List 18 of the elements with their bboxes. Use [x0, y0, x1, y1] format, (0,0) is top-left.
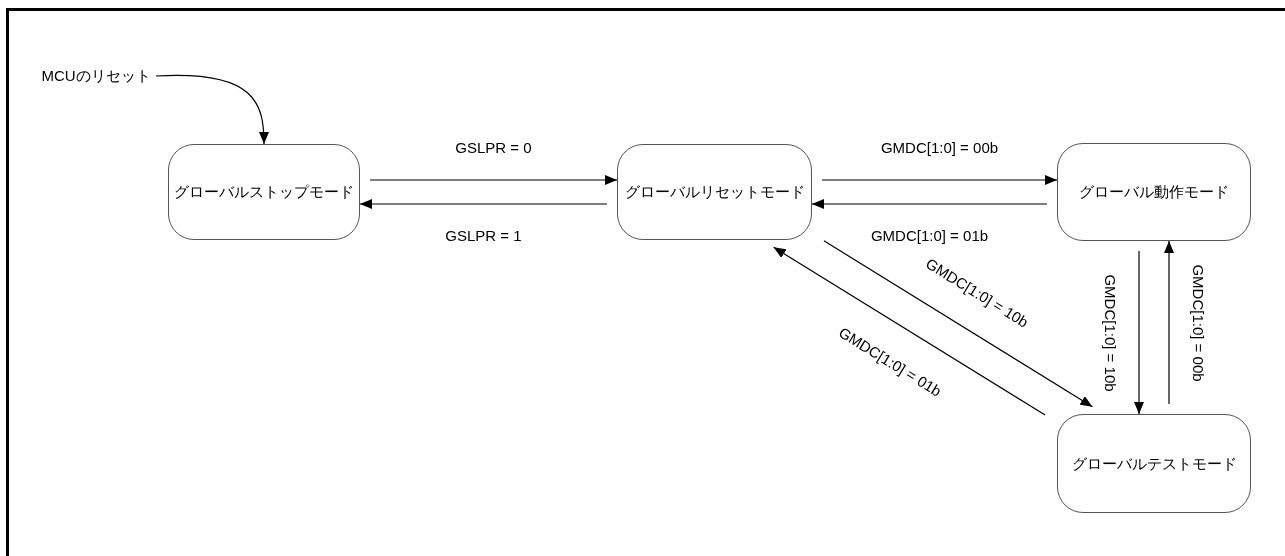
state-box: グローバルリセットモード [617, 144, 812, 240]
transition-arrow [155, 74, 269, 145]
edge-label: GMDC[1:0] = 10b [1101, 273, 1119, 392]
start-label: MCUのリセット [40, 64, 152, 88]
transition-arrow [369, 175, 618, 185]
edge-label: GMDC[1:0] = 01b [870, 227, 989, 245]
transition-arrow [1134, 250, 1144, 415]
transition-arrow [823, 240, 1093, 408]
transition-arrow [773, 246, 1046, 416]
edge-label: GMDC[1:0] = 00b [1189, 263, 1207, 382]
edge-label: GMDC[1:0] = 00b [880, 139, 999, 157]
state-box: グローバルテストモード [1057, 414, 1251, 513]
transition-arrow [359, 199, 608, 209]
transition-arrow [811, 199, 1048, 209]
transition-arrow [821, 175, 1058, 185]
state-box: グローバルストップモード [168, 144, 360, 240]
state-box: グローバル動作モード [1057, 143, 1251, 241]
transition-arrow [1164, 240, 1174, 405]
